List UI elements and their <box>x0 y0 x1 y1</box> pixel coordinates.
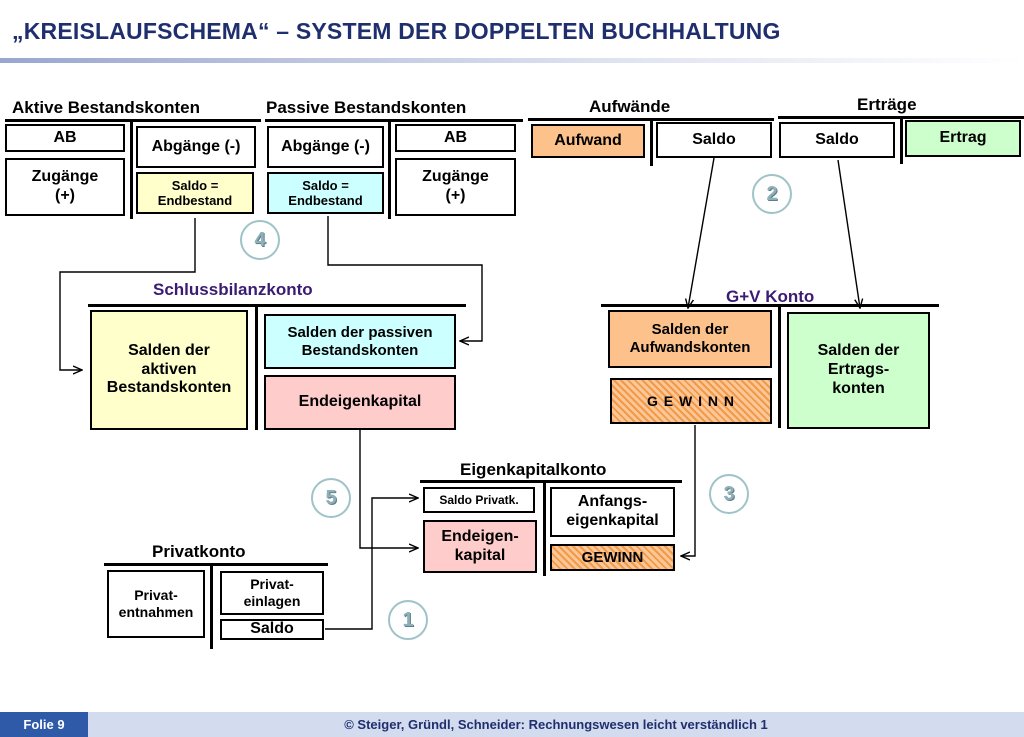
sbk-passiv-salden-label: Salden der passiven Bestandskonten <box>287 323 433 359</box>
privat-entnahmen-box: Privat- entnahmen <box>107 570 205 638</box>
connector-privat-saldo-to-ek <box>325 498 418 630</box>
passiv-saldo-box: Saldo = Endbestand <box>267 172 384 214</box>
footer-credit: © Steiger, Gründl, Schneider: Rechnungsw… <box>88 712 1024 737</box>
passiv-saldo-label: Saldo = Endbestand <box>288 177 363 208</box>
ek-anfangs-box: Anfangs- eigenkapital <box>550 487 675 537</box>
ek-header: Eigenkapitalkonto <box>460 460 607 479</box>
passiv-ab-box: AB <box>395 124 516 152</box>
sbk-divider <box>255 304 258 430</box>
aktiv-abgaenge-box: Abgänge (-) <box>136 126 256 168</box>
ek-t-line <box>420 480 682 483</box>
step-2-badge: 2 <box>752 174 792 214</box>
privat-entnahmen-label: Privat- entnahmen <box>118 587 194 620</box>
passiv-konto-t-line <box>265 119 523 122</box>
guv-header: G+V Konto <box>726 287 815 306</box>
ek-gewinn-label: GEWINN <box>581 548 644 566</box>
aktiv-konto-header: Aktive Bestandskonten <box>12 98 200 117</box>
ek-endeigenkapital-box: Endeigen- kapital <box>423 520 537 573</box>
guv-gewinn-label: G E W I N N <box>647 392 735 409</box>
aktiv-konto-t-line <box>5 119 261 122</box>
aufwaende-saldo-label: Saldo <box>692 130 736 148</box>
ek-divider <box>543 480 546 576</box>
title-divider <box>0 58 1024 63</box>
privat-header: Privatkonto <box>152 542 246 561</box>
privat-einlagen-label: Privat- einlagen <box>243 576 301 609</box>
connector-ertrag-saldo-to-guv <box>837 159 860 308</box>
sbk-header: Schlussbilanzkonto <box>153 280 313 299</box>
aktiv-abgaenge-label: Abgänge (-) <box>151 137 241 155</box>
guv-gewinn-box: G E W I N N <box>610 378 772 424</box>
privat-divider <box>210 563 213 649</box>
page-title: „KREISLAUFSCHEMA“ – SYSTEM DER DOPPELTEN… <box>12 18 781 44</box>
privat-saldo-box: Saldo <box>220 619 324 640</box>
passiv-zugaenge-label: Zugänge (+) <box>422 168 489 204</box>
aktiv-zugaenge-box: Zugänge (+) <box>5 158 125 216</box>
aufwaende-saldo-box: Saldo <box>656 122 772 158</box>
privat-einlagen-box: Privat- einlagen <box>220 571 324 615</box>
passiv-ab-label: AB <box>443 128 468 146</box>
guv-aufwand-salden-box: Salden der Aufwandskonten <box>608 310 772 368</box>
aktiv-zugaenge-label: Zugänge (+) <box>31 168 99 204</box>
ertrag-box: Ertrag <box>905 120 1021 157</box>
ertraege-divider <box>900 116 903 164</box>
sbk-endeigenkapital-box: Endeigenkapital <box>264 375 456 430</box>
passiv-abgaenge-box: Abgänge (-) <box>267 126 384 168</box>
aufwaende-header: Aufwände <box>589 97 671 116</box>
aktiv-ab-label: AB <box>53 128 77 146</box>
passiv-konto-divider <box>388 119 391 219</box>
step-3-badge: 3 <box>709 474 749 514</box>
slide-number: Folie 9 <box>0 712 88 737</box>
ertraege-saldo-label: Saldo <box>815 130 859 148</box>
privat-t-line <box>104 563 328 566</box>
connector-endeigenkapital-to-ek <box>359 430 418 548</box>
ek-saldo-privat-label: Saldo Privatk. <box>439 492 519 507</box>
guv-ertrag-salden-box: Salden der Ertrags- konten <box>787 312 930 429</box>
sbk-aktiv-salden-label: Salden der aktiven Bestandskonten <box>106 341 232 397</box>
passiv-zugaenge-box: Zugänge (+) <box>395 158 516 216</box>
passiv-abgaenge-label: Abgänge (-) <box>281 137 370 155</box>
aktiv-konto-divider <box>130 119 133 219</box>
step-5-badge: 5 <box>311 478 351 518</box>
sbk-passiv-salden-box: Salden der passiven Bestandskonten <box>264 314 456 369</box>
guv-divider <box>778 304 781 428</box>
sbk-endeigenkapital-label: Endeigenkapital <box>298 393 422 411</box>
guv-aufwand-salden-label: Salden der Aufwandskonten <box>629 321 751 356</box>
step-1-badge: 1 <box>388 600 428 640</box>
ertraege-header: Erträge <box>857 95 917 114</box>
privat-saldo-label: Saldo <box>250 620 294 638</box>
connector-aktiv-saldo-to-sbk <box>59 218 196 370</box>
aktiv-saldo-label: Saldo = Endbestand <box>157 177 233 208</box>
connector-passiv-saldo-to-sbk <box>327 216 483 341</box>
aufwand-box: Aufwand <box>531 124 645 158</box>
sbk-aktiv-salden-box: Salden der aktiven Bestandskonten <box>90 310 248 430</box>
ertraege-saldo-box: Saldo <box>779 122 895 158</box>
passiv-konto-header: Passive Bestandskonten <box>266 98 467 117</box>
ek-anfangs-label: Anfangs- eigenkapital <box>566 493 659 529</box>
ek-gewinn-box: GEWINN <box>550 544 675 571</box>
aktiv-ab-box: AB <box>5 124 125 152</box>
ek-endeigenkapital-label: Endeigen- kapital <box>441 527 519 564</box>
guv-t-line <box>601 304 939 307</box>
aufwand-label: Aufwand <box>554 131 622 149</box>
ek-saldo-privat-box: Saldo Privatk. <box>423 487 535 513</box>
guv-ertrag-salden-label: Salden der Ertrags- konten <box>817 342 900 397</box>
aufwaende-divider <box>650 118 653 166</box>
connector-gewinn-to-ek <box>681 425 696 556</box>
connector-aufwand-saldo-to-guv <box>688 157 715 308</box>
ertrag-label: Ertrag <box>939 129 987 147</box>
aktiv-saldo-box: Saldo = Endbestand <box>136 172 254 214</box>
step-4-badge: 4 <box>240 220 280 260</box>
sbk-t-line <box>88 304 466 307</box>
